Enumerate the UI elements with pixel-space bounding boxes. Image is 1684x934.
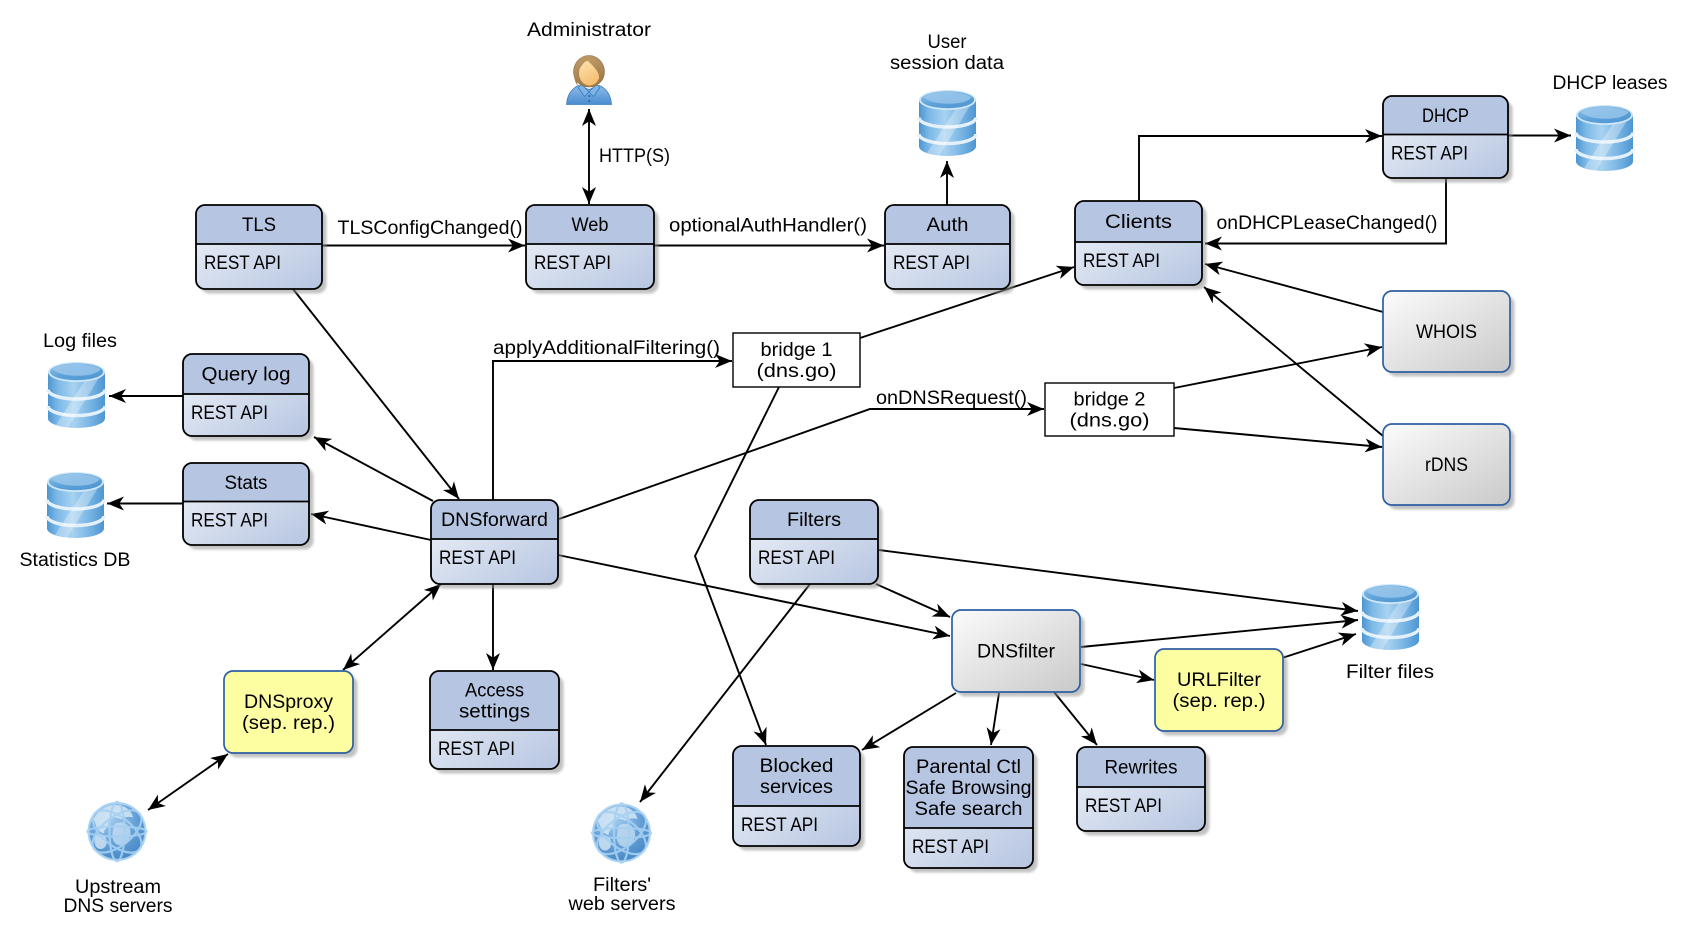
svg-text:REST API: REST API (438, 739, 515, 760)
svg-text:TLSConfigChanged(): TLSConfigChanged() (338, 218, 523, 239)
svg-text:Safe Browsing: Safe Browsing (906, 778, 1032, 799)
svg-text:REST API: REST API (439, 548, 516, 569)
svg-text:DNSforward: DNSforward (441, 510, 548, 531)
svg-text:Filter files: Filter files (1346, 662, 1434, 683)
svg-text:REST API: REST API (1391, 144, 1468, 165)
svg-text:web servers: web servers (567, 894, 675, 915)
svg-text:REST API: REST API (1083, 251, 1160, 272)
svg-text:REST API: REST API (191, 511, 268, 532)
svg-text:Stats: Stats (225, 473, 268, 494)
svg-text:TLS: TLS (242, 215, 276, 236)
svg-text:URLFilter: URLFilter (1177, 670, 1262, 691)
svg-text:REST API: REST API (1085, 796, 1162, 817)
svg-text:Web: Web (572, 215, 609, 236)
svg-text:Administrator: Administrator (527, 20, 652, 41)
svg-text:Parental Ctl: Parental Ctl (916, 757, 1021, 778)
svg-text:(dns.go): (dns.go) (1070, 411, 1150, 432)
svg-text:Statistics DB: Statistics DB (20, 550, 131, 571)
svg-text:Clients: Clients (1105, 212, 1172, 233)
svg-text:Access: Access (465, 681, 524, 702)
svg-text:rDNS: rDNS (1425, 455, 1468, 476)
svg-text:REST API: REST API (741, 815, 818, 836)
svg-text:Query log: Query log (202, 365, 291, 386)
svg-text:settings: settings (459, 702, 530, 723)
svg-text:onDNSRequest(): onDNSRequest() (876, 388, 1027, 409)
svg-text:services: services (760, 777, 833, 798)
svg-text:bridge 1: bridge 1 (761, 340, 833, 361)
svg-text:(sep. rep.): (sep. rep.) (1173, 691, 1266, 712)
svg-text:REST API: REST API (893, 253, 970, 274)
svg-text:Safe search: Safe search (915, 799, 1023, 820)
svg-text:DHCP leases: DHCP leases (1553, 73, 1668, 94)
svg-text:DNS servers: DNS servers (64, 896, 173, 917)
svg-text:Auth: Auth (927, 215, 969, 236)
svg-text:REST API: REST API (204, 253, 281, 274)
svg-text:REST API: REST API (191, 403, 268, 424)
svg-text:Rewrites: Rewrites (1105, 758, 1178, 779)
svg-text:Filters: Filters (787, 510, 841, 531)
svg-text:Upstream: Upstream (75, 877, 161, 898)
svg-text:session data: session data (890, 53, 1004, 74)
svg-text:onDHCPLeaseChanged(): onDHCPLeaseChanged() (1217, 213, 1438, 234)
svg-text:DNSproxy: DNSproxy (244, 692, 334, 713)
svg-text:(dns.go): (dns.go) (757, 361, 837, 382)
svg-text:User: User (928, 32, 968, 53)
svg-text:(sep. rep.): (sep. rep.) (242, 713, 335, 734)
svg-text:REST API: REST API (912, 837, 989, 858)
svg-text:WHOIS: WHOIS (1416, 322, 1477, 343)
svg-text:Log files: Log files (43, 331, 117, 352)
svg-text:optionalAuthHandler(): optionalAuthHandler() (669, 216, 867, 237)
svg-text:DNSfilter: DNSfilter (977, 642, 1056, 663)
svg-text:bridge 2: bridge 2 (1074, 390, 1146, 411)
svg-text:Filters': Filters' (593, 875, 651, 896)
svg-text:DHCP: DHCP (1422, 106, 1469, 127)
svg-text:REST API: REST API (758, 548, 835, 569)
svg-text:HTTP(S): HTTP(S) (599, 146, 670, 167)
svg-text:applyAdditionalFiltering(): applyAdditionalFiltering() (493, 338, 720, 359)
svg-text:REST API: REST API (534, 253, 611, 274)
svg-text:Blocked: Blocked (760, 756, 834, 777)
